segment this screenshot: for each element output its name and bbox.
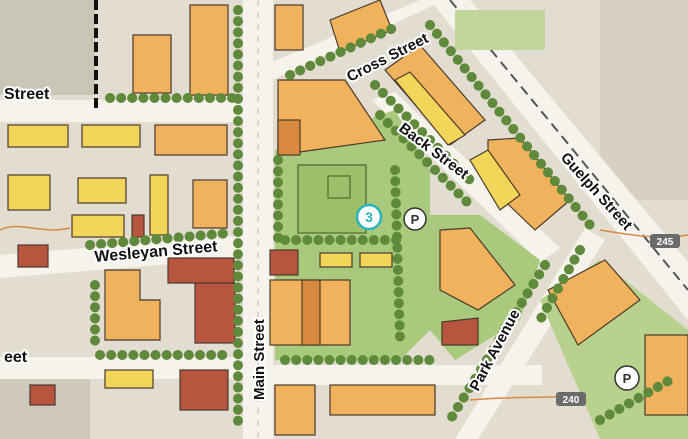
buildings-yellow — [7, 71, 521, 389]
route-shield-245 — [650, 234, 680, 248]
building-y3 — [7, 174, 51, 211]
road-south-cross — [272, 365, 542, 385]
tree-rows — [85, 5, 675, 435]
trees-park-east — [535, 245, 585, 325]
building-r4 — [269, 249, 299, 276]
route-label-245: 245 — [657, 237, 674, 248]
ground-west-block — [0, 0, 95, 95]
building-n2 — [189, 4, 229, 96]
parking-label-bottom: P — [623, 371, 632, 386]
building-r3 — [179, 369, 229, 411]
trees-cross — [285, 20, 405, 80]
building-n3 — [274, 4, 304, 51]
building-r2 — [194, 282, 236, 344]
building-main-1-shade — [301, 279, 321, 346]
road-wesleyan-street — [0, 235, 245, 278]
green-plaza-inner — [327, 175, 351, 199]
buildings-red — [17, 214, 479, 411]
road-dash-guelph — [449, 0, 688, 291]
site-marker-number: 3 — [365, 209, 373, 225]
building-r8 — [131, 214, 145, 238]
building-y1 — [7, 124, 69, 148]
road-guelph-street — [430, 0, 688, 320]
building-south-2 — [274, 384, 316, 436]
building-r6 — [29, 384, 56, 406]
trees-east-park — [595, 375, 675, 425]
building-y5 — [149, 174, 169, 236]
parking-icon-bottom[interactable] — [614, 365, 640, 391]
street-label-main: Main Street — [251, 319, 268, 400]
ground-east-parking — [600, 0, 688, 200]
green-north-park — [455, 10, 545, 50]
building-block-a-shade — [277, 119, 301, 156]
building-east-2 — [644, 334, 688, 416]
trees-back-south — [375, 110, 475, 210]
route-shield-240 — [556, 392, 586, 406]
building-sw-1 — [104, 269, 161, 341]
street-label-eet: eet — [4, 349, 28, 366]
trees-central-east — [390, 165, 405, 345]
building-y4 — [77, 177, 127, 204]
building-park-1 — [439, 227, 516, 311]
building-w1 — [154, 124, 228, 156]
building-y8 — [359, 252, 393, 268]
building-south-1 — [329, 384, 436, 416]
building-y9 — [104, 369, 154, 389]
building-r1 — [167, 257, 235, 284]
trees-wesleyan-north — [85, 228, 235, 250]
building-r5 — [441, 317, 479, 346]
building-east-1 — [547, 259, 641, 346]
trees-back-north — [370, 80, 475, 185]
buildings-dark — [277, 119, 321, 346]
parking-icon-top[interactable] — [403, 207, 427, 231]
trees-park-west — [445, 260, 550, 425]
green-plaza — [297, 164, 367, 234]
building-n1 — [132, 34, 172, 94]
building-y11 — [469, 149, 521, 211]
route-label-240: 240 — [563, 395, 580, 406]
parking-label-top: P — [411, 212, 420, 227]
street-label-west: Street — [4, 86, 50, 103]
building-w2 — [192, 179, 228, 229]
site-marker-circle[interactable] — [355, 203, 383, 231]
building-y6 — [71, 214, 125, 238]
building-y10 — [394, 71, 466, 146]
road-street-west — [0, 100, 245, 122]
building-y7 — [319, 252, 353, 268]
route-line-west — [0, 225, 71, 231]
buildings-orange — [104, 0, 688, 436]
building-r7 — [17, 244, 49, 268]
building-y2 — [81, 124, 141, 148]
trees-guelph — [425, 20, 595, 230]
